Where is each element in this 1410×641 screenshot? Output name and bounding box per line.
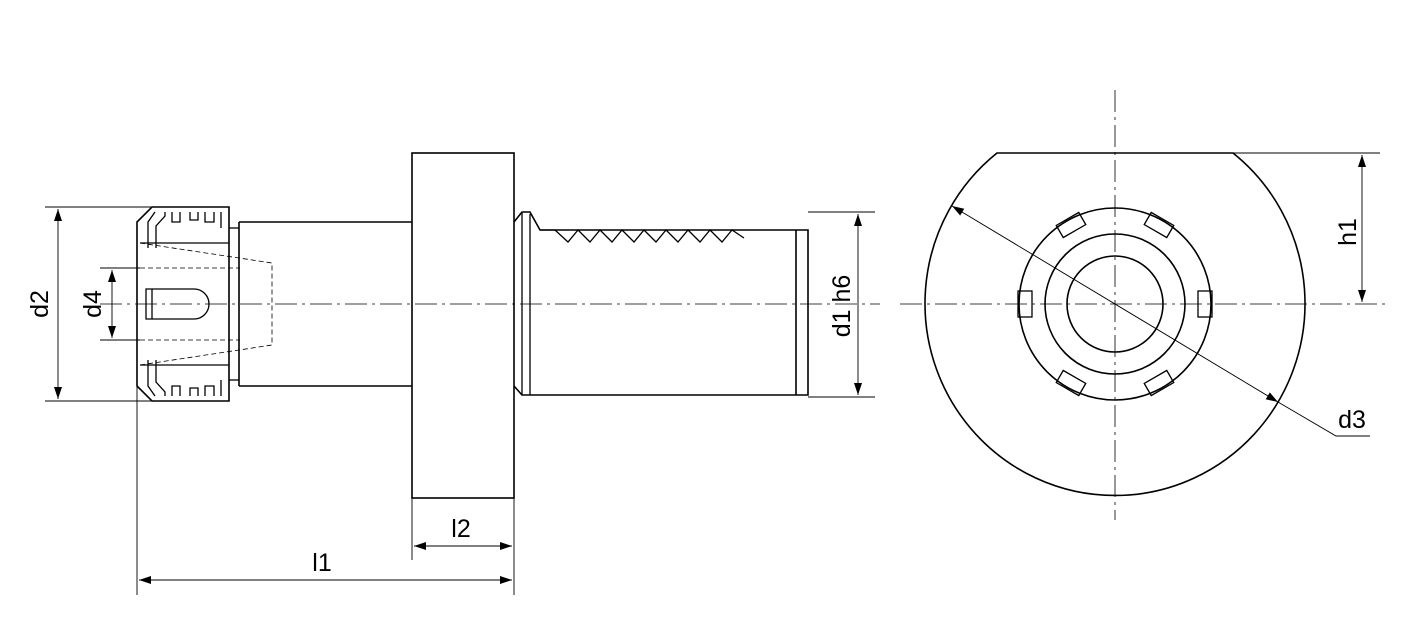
dimension-d2: d2 — [26, 206, 152, 402]
dimension-l1: l1 — [136, 386, 512, 595]
dimension-d1: d1 h6 — [808, 211, 875, 398]
hidden-collet — [139, 242, 273, 366]
flange-outline — [924, 152, 1306, 497]
label-d1: d1 h6 — [828, 275, 856, 338]
dimension-l2: l2 — [411, 498, 515, 595]
dimension-h1: h1 — [1233, 152, 1380, 302]
label-d4: d4 — [79, 290, 107, 318]
label-d3: d3 — [1338, 406, 1366, 434]
label-d2: d2 — [26, 290, 54, 318]
flange — [411, 152, 515, 499]
dimension-d4: d4 — [79, 267, 140, 341]
body-neck — [238, 221, 412, 387]
shank — [513, 211, 809, 396]
side-view: d2 d4 d1 h6 l2 l1 — [26, 152, 880, 595]
label-h1: h1 — [1334, 218, 1362, 246]
label-l2: l2 — [451, 515, 470, 543]
dimension-d3: d3 — [951, 205, 1370, 437]
front-view: h1 d3 — [900, 90, 1385, 520]
label-l1: l1 — [312, 549, 331, 577]
